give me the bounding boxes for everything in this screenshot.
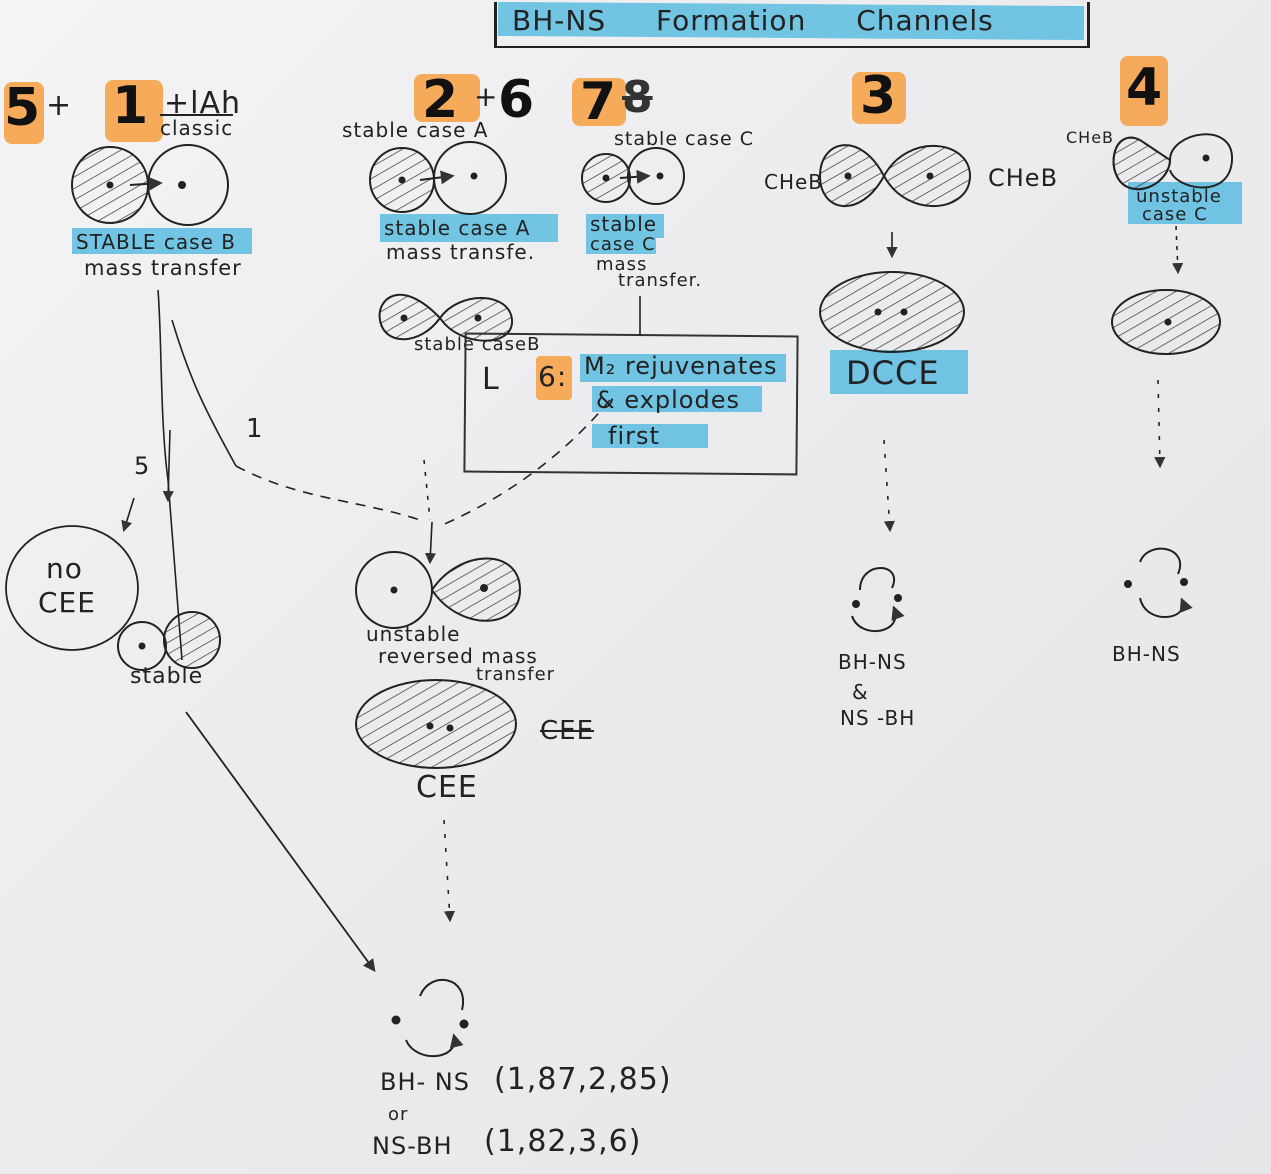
col2-arrow-to-unstable bbox=[424, 521, 437, 565]
col5-unstable-2: case C bbox=[1142, 204, 1208, 225]
highlight-col3b bbox=[586, 238, 656, 254]
col4-left-label: CHeB bbox=[764, 170, 824, 194]
col2-dotted-to-final bbox=[443, 819, 456, 923]
col1-no-cee-2: CEE bbox=[38, 586, 96, 619]
channel-2-label: stable case A bbox=[342, 118, 489, 142]
orbit-icon-final bbox=[391, 979, 469, 1057]
highlight-col1 bbox=[72, 228, 252, 254]
col2-unstable-3: transfer bbox=[476, 664, 556, 685]
channel-7-number: 7 bbox=[580, 72, 617, 132]
col2-unstable-2: reversed mass bbox=[378, 644, 538, 668]
final-or: or bbox=[388, 1104, 409, 1125]
channel-3-number: 3 bbox=[860, 66, 897, 126]
binary-icon-col2-caseB bbox=[378, 293, 514, 342]
col4-dotted-down bbox=[883, 439, 895, 533]
binary-icon-col4 bbox=[818, 144, 972, 208]
channel-2-number: 2 bbox=[422, 70, 459, 130]
final-line1-nums: (1,87,2,85) bbox=[494, 1062, 672, 1097]
col1-step1: STABLE case B bbox=[76, 230, 236, 254]
highlight-note2 bbox=[592, 386, 762, 412]
col3-step1d: transfer. bbox=[618, 270, 703, 291]
highlight-col3a bbox=[586, 214, 664, 238]
col1-step1b: mass transfer bbox=[84, 256, 242, 280]
col1-vertical-line bbox=[157, 289, 183, 661]
col5-top-label: CHeB bbox=[1066, 128, 1115, 147]
col1-branch-1: 1 bbox=[246, 414, 264, 444]
channel-8-overwritten: 8 bbox=[622, 72, 653, 123]
col5-dotted-arrow-2 bbox=[1154, 379, 1166, 469]
note-line-1: M₂ rejuvenates bbox=[584, 352, 778, 380]
col4-result-1: BH-NS bbox=[838, 650, 907, 674]
col1-branch-1-curve bbox=[171, 319, 237, 467]
number-highlight-2 bbox=[414, 74, 480, 122]
note-marker: L bbox=[482, 362, 500, 397]
highlight-col2 bbox=[380, 214, 558, 242]
col4-result-2: NS -BH bbox=[840, 706, 916, 730]
number-highlight-1 bbox=[105, 80, 163, 142]
col1-to-unstable-dashed bbox=[235, 465, 421, 521]
col2-step1a: stable case A bbox=[384, 216, 531, 240]
binary-icon-col3 bbox=[581, 147, 685, 205]
number-highlight-5 bbox=[4, 82, 44, 144]
col3-step1b: case C bbox=[590, 234, 656, 255]
col2-cee: CEE bbox=[416, 770, 478, 805]
col4-right-label: CHeB bbox=[988, 164, 1059, 192]
col1-branch-5-arrow bbox=[162, 429, 174, 503]
highlight-note-6 bbox=[536, 356, 572, 400]
channel-4-number: 4 bbox=[1126, 58, 1163, 118]
col3-step1c: mass bbox=[596, 254, 648, 275]
col1-no-cee-1: no bbox=[46, 552, 83, 585]
highlight-note1 bbox=[580, 354, 786, 382]
number-highlight-3 bbox=[852, 72, 906, 124]
binary-icon-col5 bbox=[1112, 133, 1234, 191]
col4-result-amp: & bbox=[852, 680, 869, 704]
title-bracket bbox=[494, 2, 1090, 48]
highlight-col5 bbox=[1128, 182, 1242, 224]
col4-dcce: DCCE bbox=[846, 354, 940, 392]
cee-ellipse bbox=[355, 679, 517, 769]
col3-step1a: stable bbox=[590, 212, 658, 236]
highlight-note3 bbox=[592, 424, 708, 448]
binary-icon-stable bbox=[117, 611, 221, 671]
number-highlight-7 bbox=[572, 78, 626, 126]
highlight-dcce bbox=[830, 350, 968, 394]
col2-step2: stable caseB bbox=[414, 334, 541, 355]
channel-2-plus: + bbox=[474, 80, 498, 113]
channel-1-classic: classic bbox=[160, 114, 234, 140]
final-line2: NS-BH bbox=[372, 1132, 453, 1160]
col1-branch-5: 5 bbox=[134, 452, 151, 480]
binary-icon-col1 bbox=[71, 144, 229, 226]
col2-cee-strike: CEE bbox=[540, 716, 595, 746]
channel-1-number: 1 bbox=[112, 76, 149, 136]
no-cee-circle bbox=[5, 525, 139, 651]
channel-5-number: 5 bbox=[4, 78, 41, 138]
col2-dotted-down bbox=[423, 459, 431, 521]
col3-to-unstable-curve bbox=[439, 399, 611, 527]
channel-6-number: 6 bbox=[498, 70, 535, 130]
col5-unstable-1: unstable bbox=[1136, 186, 1222, 207]
col4-dcce-ellipse bbox=[819, 271, 965, 353]
orbit-icon-col5 bbox=[1124, 547, 1193, 618]
final-line2-nums: (1,82,3,6) bbox=[484, 1124, 642, 1159]
number-highlight-4 bbox=[1120, 56, 1168, 126]
orbit-icon-col4 bbox=[851, 567, 905, 633]
channel-7-label: stable case C bbox=[614, 128, 755, 150]
col5-dotted-arrow-1 bbox=[1172, 225, 1184, 275]
channel-5-plus: + bbox=[46, 88, 72, 123]
diagram-title: BH-NS Formation Channels bbox=[512, 4, 994, 37]
col1-to-final-arrow bbox=[185, 711, 376, 973]
note-line-3: first bbox=[608, 422, 660, 450]
col5-result: BH-NS bbox=[1112, 642, 1181, 666]
binary-icon-col2 bbox=[369, 141, 507, 215]
note-number: 6: bbox=[538, 360, 568, 393]
col2-step1b: mass transfe. bbox=[386, 240, 536, 264]
final-line1: BH- NS bbox=[380, 1068, 470, 1096]
note-line-2: & explodes bbox=[596, 386, 740, 414]
col1-arrow-no-cee bbox=[121, 497, 135, 533]
binary-icon-unstable bbox=[355, 551, 522, 629]
